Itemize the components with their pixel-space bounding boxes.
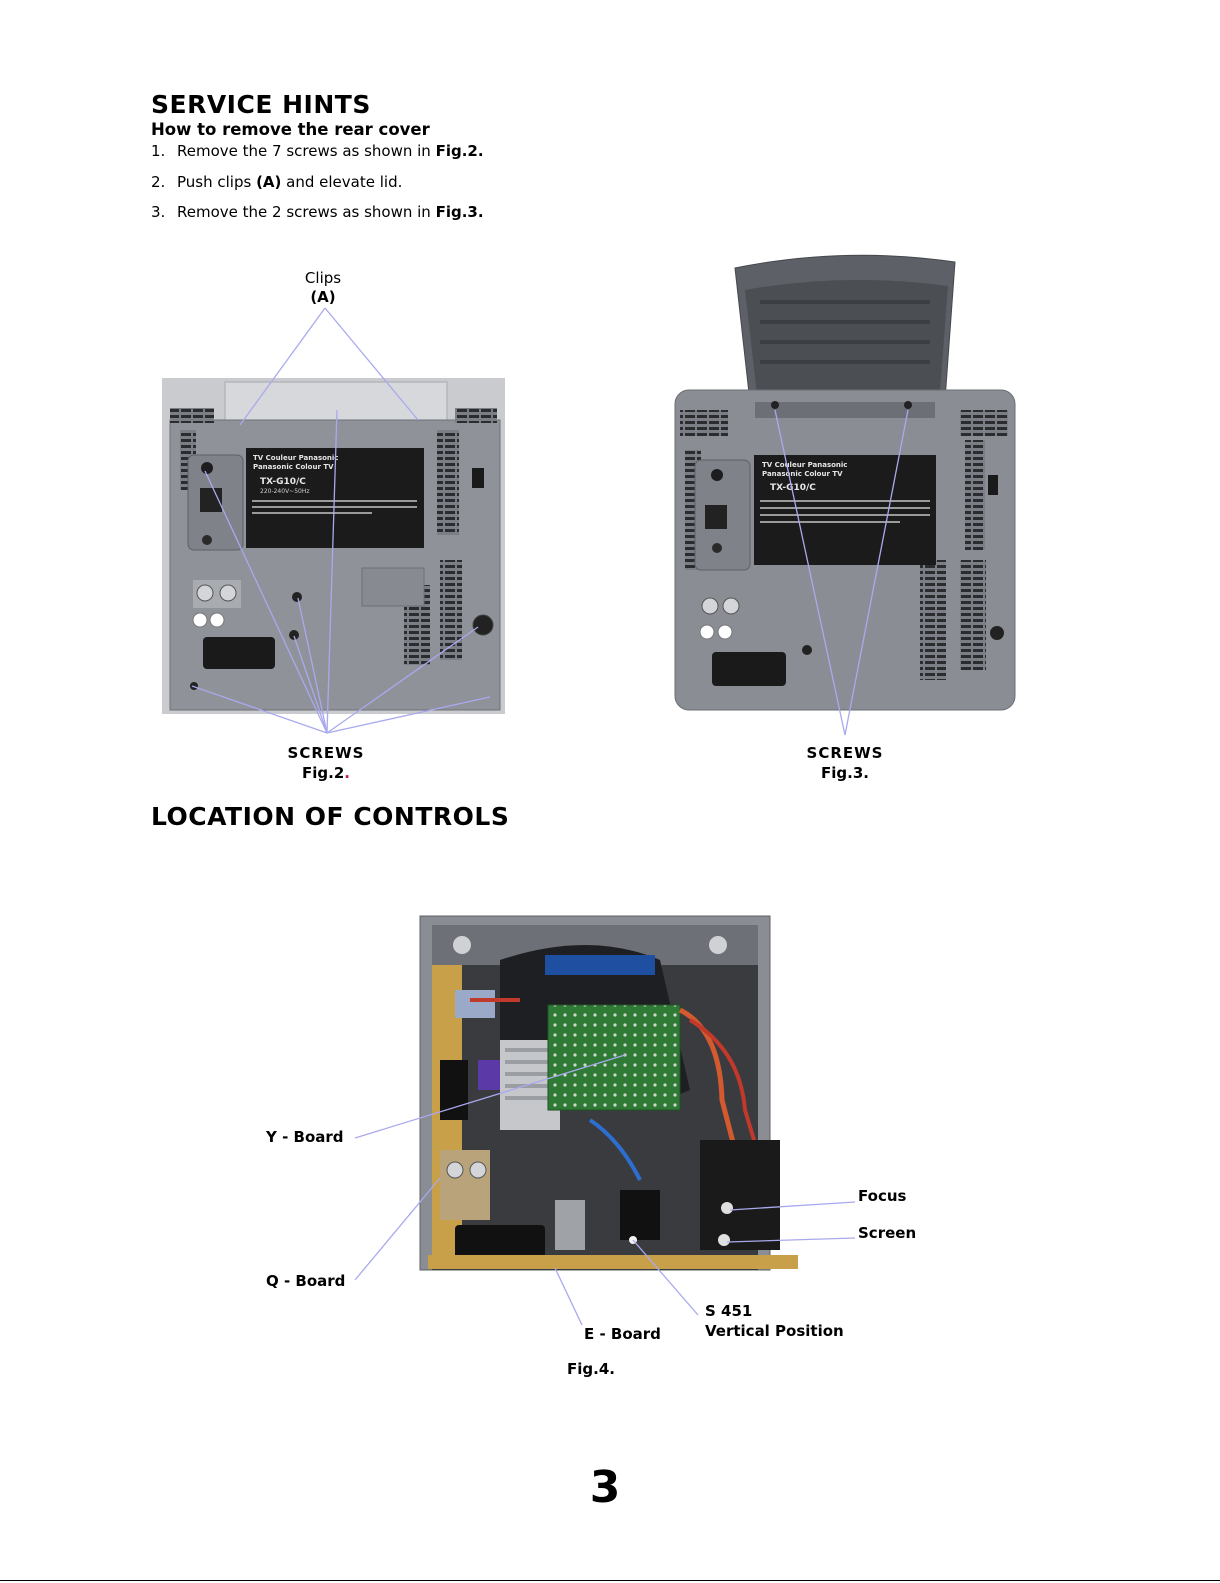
step-text: Remove the 2 screws as shown in: [177, 203, 436, 221]
screen-label: Screen: [858, 1224, 917, 1242]
fig4-leader-lines: [354, 1054, 856, 1326]
step-2: 2. Push clips (A) and elevate lid.: [151, 173, 402, 191]
fig4-chassis-photo: [419, 915, 798, 1271]
step-1: 1. Remove the 7 screws as shown in Fig.2.: [151, 142, 484, 160]
step-3: 3. Remove the 2 screws as shown in Fig.3.: [151, 203, 484, 221]
e-board-label: E - Board: [584, 1325, 661, 1343]
step-ref: (A): [256, 173, 282, 191]
fig2-caption-text: Fig.2: [302, 764, 345, 782]
label-plate-line2: Panasonic Colour TV: [762, 470, 843, 478]
step-ref: Fig.2.: [435, 142, 484, 160]
clips-tag: (A): [310, 288, 336, 306]
fig2-caption: Fig.2.: [256, 764, 396, 782]
step-number: 1.: [151, 142, 166, 160]
vertical-position-label: Vertical Position: [705, 1322, 844, 1340]
fig3-tv-lid-open-photo: TV Couleur Panasonic Panasonic Colour TV…: [674, 254, 1016, 711]
step-ref: Fig.3.: [435, 203, 484, 221]
fig2-leader-lines: [191, 307, 491, 734]
step-text: Remove the 7 screws as shown in: [177, 142, 436, 160]
step-number: 3.: [151, 203, 166, 221]
label-plate-line1: TV Couleur Panasonic: [253, 454, 338, 462]
step-text: Push clips: [177, 173, 257, 191]
fig2-screws-label: SCREWS: [287, 744, 365, 762]
y-board-label: Y - Board: [266, 1128, 344, 1146]
label-plate-line1: TV Couleur Panasonic: [762, 461, 847, 469]
fig3-caption: Fig.3.: [821, 764, 869, 782]
step-number: 2.: [151, 173, 166, 191]
section-heading-service-hints: SERVICE HINTS: [151, 90, 371, 119]
label-plate-model: TX-G10/C: [770, 483, 816, 493]
fig2-tv-rear-photo: TV Couleur Panasonic Panasonic Colour TV…: [162, 378, 505, 714]
section-heading-location-of-controls: LOCATION OF CONTROLS: [151, 802, 510, 831]
focus-label: Focus: [858, 1187, 907, 1205]
label-plate-voltage: 220-240V~50Hz: [260, 488, 310, 495]
q-board-label: Q - Board: [266, 1272, 346, 1290]
label-plate-line2: Panasonic Colour TV: [253, 463, 334, 471]
label-plate-model: TX-G10/C: [260, 477, 306, 487]
clips-label: Clips: [304, 269, 342, 287]
fig3-screws-label: SCREWS: [806, 744, 884, 762]
bottom-border: [0, 1580, 1220, 1581]
step-text-tail: and elevate lid.: [281, 173, 403, 191]
fig2-caption-dot: .: [344, 764, 350, 782]
page-number: 3: [589, 1462, 621, 1513]
s451-label: S 451: [705, 1302, 753, 1320]
subheading-remove-rear-cover: How to remove the rear cover: [151, 120, 430, 139]
fig4-caption: Fig.4.: [567, 1360, 615, 1378]
fig3-leader-lines: [774, 409, 909, 736]
